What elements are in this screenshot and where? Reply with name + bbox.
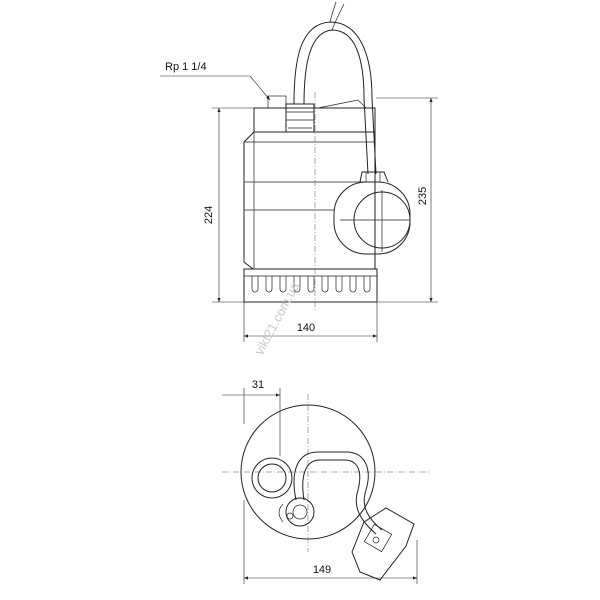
connection-label: Rp 1 1/4: [165, 61, 207, 73]
width-label-140: 140: [297, 322, 315, 334]
strainer-slots: [251, 276, 371, 293]
power-cable-top: [293, 451, 383, 535]
offset-label-31: 31: [252, 379, 264, 391]
float-bracket: [317, 99, 367, 109]
pump-body: [243, 131, 376, 270]
height-label-235: 235: [417, 187, 429, 205]
cable-gland-top: [278, 497, 315, 527]
power-cable: [293, 1, 377, 175]
front-view: Rp 1 1/4 224 235 140: [160, 1, 438, 342]
height-label-224: 224: [203, 206, 215, 224]
width-dimension-149: 149: [243, 500, 418, 584]
outlet-port: [251, 457, 293, 499]
width-label-149: 149: [313, 564, 331, 576]
float-switch-top: [351, 507, 415, 581]
cable-gland: [285, 103, 315, 133]
float-switch: [333, 171, 411, 255]
height-dimension-235: 235: [376, 97, 438, 303]
connection-leader: Rp 1 1/4: [160, 61, 271, 101]
height-dimension-224: 224: [203, 107, 254, 303]
strainer-base: [243, 268, 378, 303]
outlet-socket: [267, 95, 287, 109]
width-dimension-140: 140: [243, 302, 378, 342]
top-view: 31 149: [222, 379, 430, 584]
watermark-text: vikt21.com.ua: [251, 279, 302, 358]
offset-dimension-31: 31: [222, 379, 281, 456]
